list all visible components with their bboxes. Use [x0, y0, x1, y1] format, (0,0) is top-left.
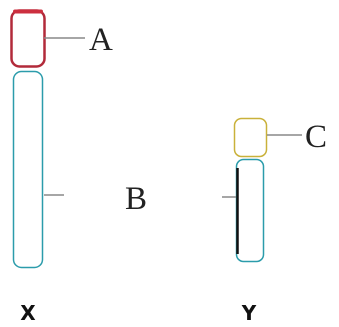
chromosome-y-arm — [235, 158, 265, 263]
label-x: X — [20, 301, 36, 325]
chromosome-x-part-a — [10, 9, 46, 68]
label-b: B — [125, 181, 147, 217]
chromosome-x-long-arm — [12, 70, 44, 269]
label-a: A — [89, 22, 113, 58]
chromosome-x — [10, 9, 85, 269]
chromosome-y-part-c — [233, 117, 268, 158]
chromosome-y — [222, 117, 302, 263]
label-c: C — [305, 119, 327, 155]
label-y: Y — [241, 301, 257, 325]
